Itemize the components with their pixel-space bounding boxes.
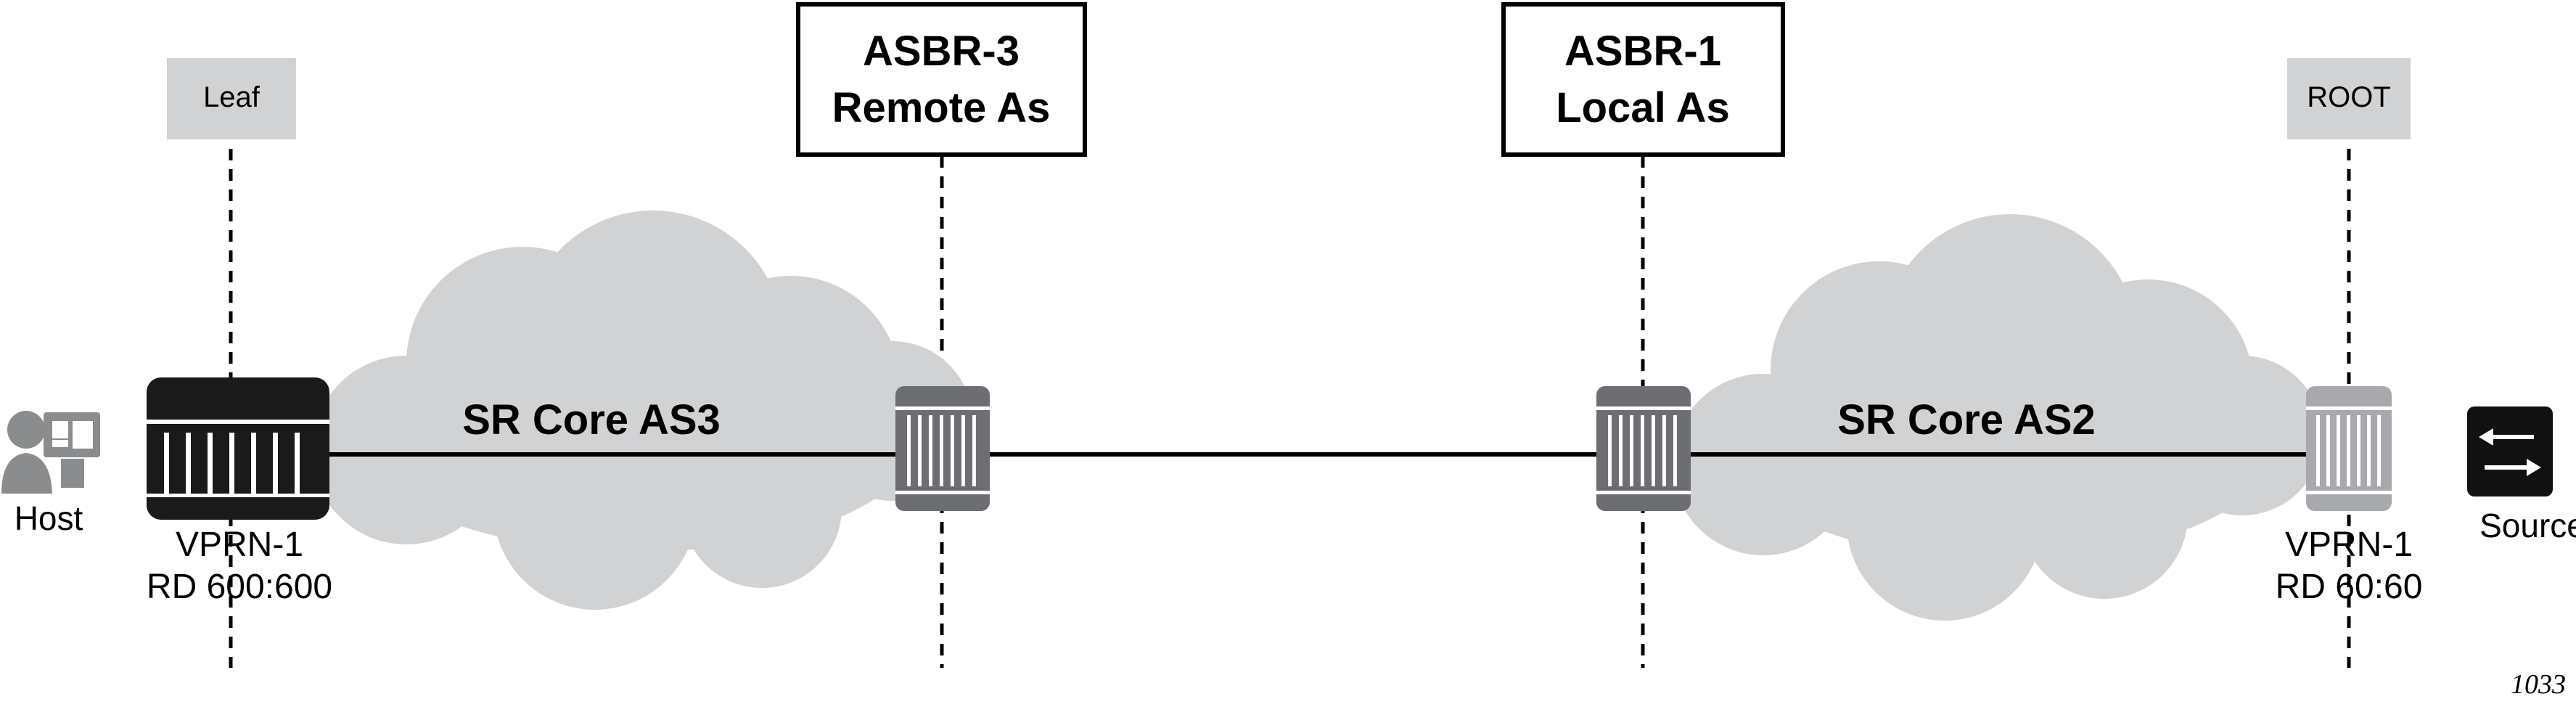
leaf-role-label: Leaf (203, 81, 261, 113)
asbr1-subtitle: Local As (1556, 84, 1730, 131)
right-rd-label: RD 60:60 (2276, 568, 2423, 606)
host-computer-icon (1, 411, 100, 494)
root-role-label: ROOT (2307, 81, 2391, 113)
cloud-sr-core-as2 (1673, 214, 2322, 621)
asbr3-subtitle: Remote As (832, 84, 1051, 131)
root-role-box: ROOT (2287, 58, 2411, 139)
source-label: Source (2479, 507, 2576, 544)
figure-number: 1033 (2511, 669, 2566, 700)
asbr1-title: ASBR-1 (1564, 28, 1721, 75)
root-router-icon (2306, 386, 2392, 511)
dashed-reference-lines (229, 149, 2351, 668)
cloud-left-label: SR Core AS3 (462, 396, 721, 444)
asbr3-box: ASBR-3 Remote As (796, 2, 1087, 157)
cloud-sr-core-as3 (312, 211, 972, 610)
asbr3-title: ASBR-3 (863, 28, 1020, 75)
leaf-router-icon (147, 377, 329, 520)
asbr3-router-icon (895, 386, 990, 511)
cloud-right-label: SR Core AS2 (1837, 396, 2096, 444)
right-vprn-label: VPRN-1 (2285, 526, 2413, 564)
switch-arrows-icon (2467, 406, 2553, 496)
leaf-role-box: Leaf (167, 58, 296, 139)
asbr1-box: ASBR-1 Local As (1501, 2, 1785, 157)
host-label: Host (15, 499, 83, 537)
asbr1-router-icon (1596, 386, 1691, 511)
left-vprn-label: VPRN-1 (176, 526, 303, 564)
left-rd-label: RD 600:600 (147, 568, 332, 606)
